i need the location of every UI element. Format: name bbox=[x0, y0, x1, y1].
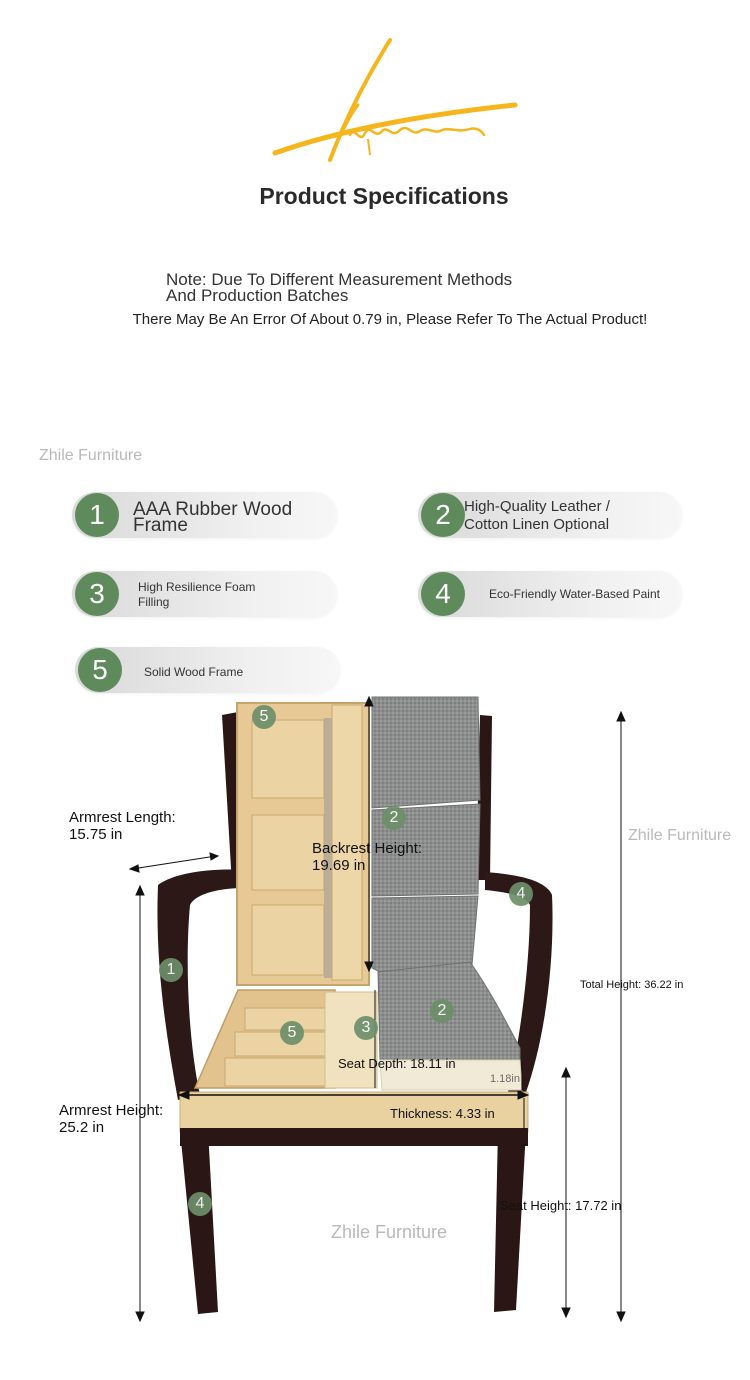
feature-label-2: High-Quality Leather / Cotton Linen Opti… bbox=[464, 498, 610, 533]
feature-pill-1: 1 AAA Rubber Wood Frame bbox=[72, 492, 337, 538]
marker-2-seat-cushion: 2 bbox=[430, 999, 454, 1023]
seat-height-label: Seat Height: 17.72 in bbox=[500, 1198, 622, 1213]
watermark-left: Zhile Furniture bbox=[39, 447, 143, 464]
feature-number-3: 3 bbox=[75, 572, 119, 616]
armrest-length-label: Armrest Length: 15.75 in bbox=[69, 809, 176, 843]
page-title: Product Specifications bbox=[259, 183, 509, 209]
feature-pill-2: 2 High-Quality Leather / Cotton Linen Op… bbox=[418, 492, 682, 538]
marker-4-paint: 4 bbox=[509, 882, 533, 906]
feature-label-5: Solid Wood Frame bbox=[144, 665, 244, 679]
front-left-leg bbox=[180, 1130, 218, 1314]
front-right-leg bbox=[494, 1130, 526, 1312]
marker-3-foam: 3 bbox=[354, 1016, 378, 1040]
armrest-height-label: Armrest Height: 25.2 in bbox=[59, 1102, 164, 1136]
feature-number-4: 4 bbox=[421, 572, 465, 616]
note-line-1: Note: Due To Different Measurement Metho… bbox=[166, 270, 513, 289]
backrest-height-label: Backrest Height: 19.69 in bbox=[312, 840, 423, 874]
cushion-thickness-label: 1.18in bbox=[490, 1073, 520, 1085]
note-line-2: And Production Batches bbox=[166, 286, 349, 305]
feature-pill-5: 5 Solid Wood Frame bbox=[75, 647, 340, 693]
feature-number-5: 5 bbox=[78, 648, 122, 692]
seat-rail-dark bbox=[180, 1128, 528, 1146]
marker-4-leg-paint: 4 bbox=[188, 1192, 212, 1216]
marker-1-armrest: 1 bbox=[159, 958, 183, 982]
left-back-post bbox=[222, 712, 246, 885]
total-height-label: Total Height: 36.22 in bbox=[580, 979, 684, 991]
watermark-bottom: Zhile Furniture bbox=[331, 1222, 448, 1242]
marker-5-seat-frame: 5 bbox=[280, 1021, 304, 1045]
feature-label-1: AAA Rubber Wood Frame bbox=[133, 499, 293, 536]
brand-signature-logo bbox=[272, 38, 518, 162]
seat-frame-wood bbox=[193, 989, 336, 1089]
back-cushion-lower bbox=[371, 895, 479, 973]
foam-block bbox=[324, 991, 378, 1089]
left-armrest bbox=[157, 869, 246, 1100]
marker-2-back-cushion: 2 bbox=[382, 806, 406, 830]
feature-number-2: 2 bbox=[421, 493, 465, 537]
watermark-right: Zhile Furniture bbox=[628, 827, 732, 844]
right-back-post bbox=[476, 715, 492, 880]
feature-pill-3: 3 High Resilience Foam Filling bbox=[72, 571, 337, 617]
note-error-line: There May Be An Error Of About 0.79 in, … bbox=[132, 311, 648, 328]
back-cushion-upper bbox=[371, 696, 481, 809]
seat-depth-label: Seat Depth: 18.11 in bbox=[338, 1056, 456, 1071]
measurement-note: Note: Due To Different Measurement Metho… bbox=[166, 270, 513, 305]
marker-5-back-frame: 5 bbox=[252, 705, 276, 729]
feature-label-3: High Resilience Foam Filling bbox=[138, 580, 256, 609]
thickness-label: Thickness: 4.33 in bbox=[390, 1106, 495, 1121]
feature-label-4: Eco-Friendly Water-Based Paint bbox=[489, 587, 660, 601]
feature-number-1: 1 bbox=[75, 493, 119, 537]
feature-pill-4: 4 Eco-Friendly Water-Based Paint bbox=[418, 571, 682, 617]
